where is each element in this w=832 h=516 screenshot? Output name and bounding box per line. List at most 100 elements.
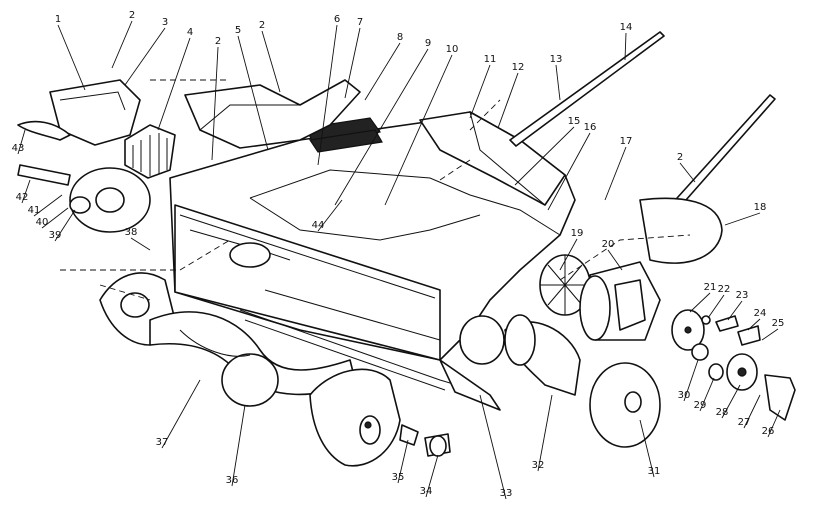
leader-line (334, 48, 429, 206)
part-callout-13: 13 (550, 54, 563, 65)
part-callout-6: 6 (334, 14, 340, 25)
part-callout-23: 23 (736, 290, 749, 301)
leader-line (237, 35, 269, 151)
leader-line (639, 419, 655, 478)
part-callout-15: 15 (568, 116, 581, 127)
leader-line (57, 24, 86, 91)
leader-line (699, 377, 715, 412)
leader-line (425, 454, 439, 498)
chute-shroud (184, 79, 361, 149)
part-callout-32: 32 (532, 460, 545, 471)
part-callout-21: 21 (704, 282, 717, 293)
part-callout-17: 17 (620, 136, 633, 147)
leader-line (231, 404, 246, 487)
part-callout-41: 41 (28, 205, 41, 216)
part-callout-14: 14 (620, 22, 633, 33)
part-callout-2: 2 (677, 152, 683, 163)
part-callout-26: 26 (762, 426, 775, 437)
leader-line (747, 318, 761, 331)
auger-shaft-parts (399, 424, 451, 457)
leader-line (211, 46, 219, 161)
leader-line (41, 207, 69, 229)
part-callout-3: 3 (162, 17, 168, 28)
leader-line (397, 439, 409, 484)
part-callout-9: 9 (425, 38, 431, 49)
right-side-parts (504, 31, 796, 448)
leader-line (537, 394, 553, 472)
leader-line (497, 72, 519, 129)
part-callout-33: 33 (500, 488, 513, 499)
part-callout-2: 2 (215, 36, 221, 47)
leader-line (547, 132, 591, 211)
leader-line (21, 179, 31, 204)
part-callout-7: 7 (357, 17, 363, 28)
leader-line (514, 126, 575, 186)
part-callout-37: 37 (156, 437, 169, 448)
leader-line (33, 194, 63, 217)
part-callout-4: 4 (187, 27, 193, 38)
leader-line (364, 42, 401, 101)
part-callout-1: 1 (55, 14, 61, 25)
leader-line (743, 394, 761, 429)
leader-line (689, 292, 711, 313)
left-side-parts (17, 79, 176, 233)
part-callout-29: 29 (694, 400, 707, 411)
part-callout-38: 38 (125, 227, 138, 238)
assembly-guides (60, 79, 691, 301)
leader-line (624, 32, 627, 61)
part-callout-27: 27 (738, 417, 751, 428)
part-callout-22: 22 (718, 284, 731, 295)
part-callout-24: 24 (754, 308, 767, 319)
leader-line (724, 212, 761, 226)
leader-lines (17, 20, 781, 500)
leader-line (604, 146, 627, 201)
part-callout-42: 42 (16, 192, 29, 203)
part-callout-39: 39 (49, 230, 62, 241)
part-callout-19: 19 (571, 228, 584, 239)
part-callout-35: 35 (392, 472, 405, 483)
leader-line (683, 359, 699, 402)
part-callout-2: 2 (129, 10, 135, 21)
part-callout-28: 28 (716, 407, 729, 418)
leader-line (130, 237, 151, 251)
leader-line (727, 300, 743, 321)
part-callout-44: 44 (312, 220, 325, 231)
part-callout-43: 43 (12, 143, 25, 154)
part-callout-25: 25 (772, 318, 785, 329)
part-callout-34: 34 (420, 486, 433, 497)
part-callout-40: 40 (36, 217, 49, 228)
leader-line (17, 129, 26, 155)
part-callout-30: 30 (678, 390, 691, 401)
leader-line (317, 199, 343, 232)
leader-line (124, 27, 166, 86)
part-callout-16: 16 (584, 122, 597, 133)
part-callout-36: 36 (226, 475, 239, 486)
leader-line (767, 409, 781, 438)
part-callout-2: 2 (259, 20, 265, 31)
leader-line (707, 294, 725, 319)
leader-line (111, 20, 133, 69)
part-callout-11: 11 (484, 54, 497, 65)
part-callout-5: 5 (235, 25, 241, 36)
leader-line (384, 54, 453, 206)
part-callout-12: 12 (512, 62, 525, 73)
leader-line (317, 24, 338, 166)
leader-line (555, 64, 561, 101)
main-housing (169, 111, 576, 411)
leader-line (761, 328, 779, 341)
leader-line (54, 209, 76, 242)
leader-line (721, 384, 741, 419)
part-callout-10: 10 (446, 44, 459, 55)
part-callout-18: 18 (754, 202, 767, 213)
leader-line (679, 162, 696, 183)
leader-line (344, 27, 361, 99)
part-callout-31: 31 (648, 466, 661, 477)
leader-line (469, 64, 491, 119)
auger-assembly (99, 272, 401, 467)
leader-line (157, 37, 191, 131)
leader-line (607, 249, 623, 271)
leader-line (161, 379, 201, 449)
